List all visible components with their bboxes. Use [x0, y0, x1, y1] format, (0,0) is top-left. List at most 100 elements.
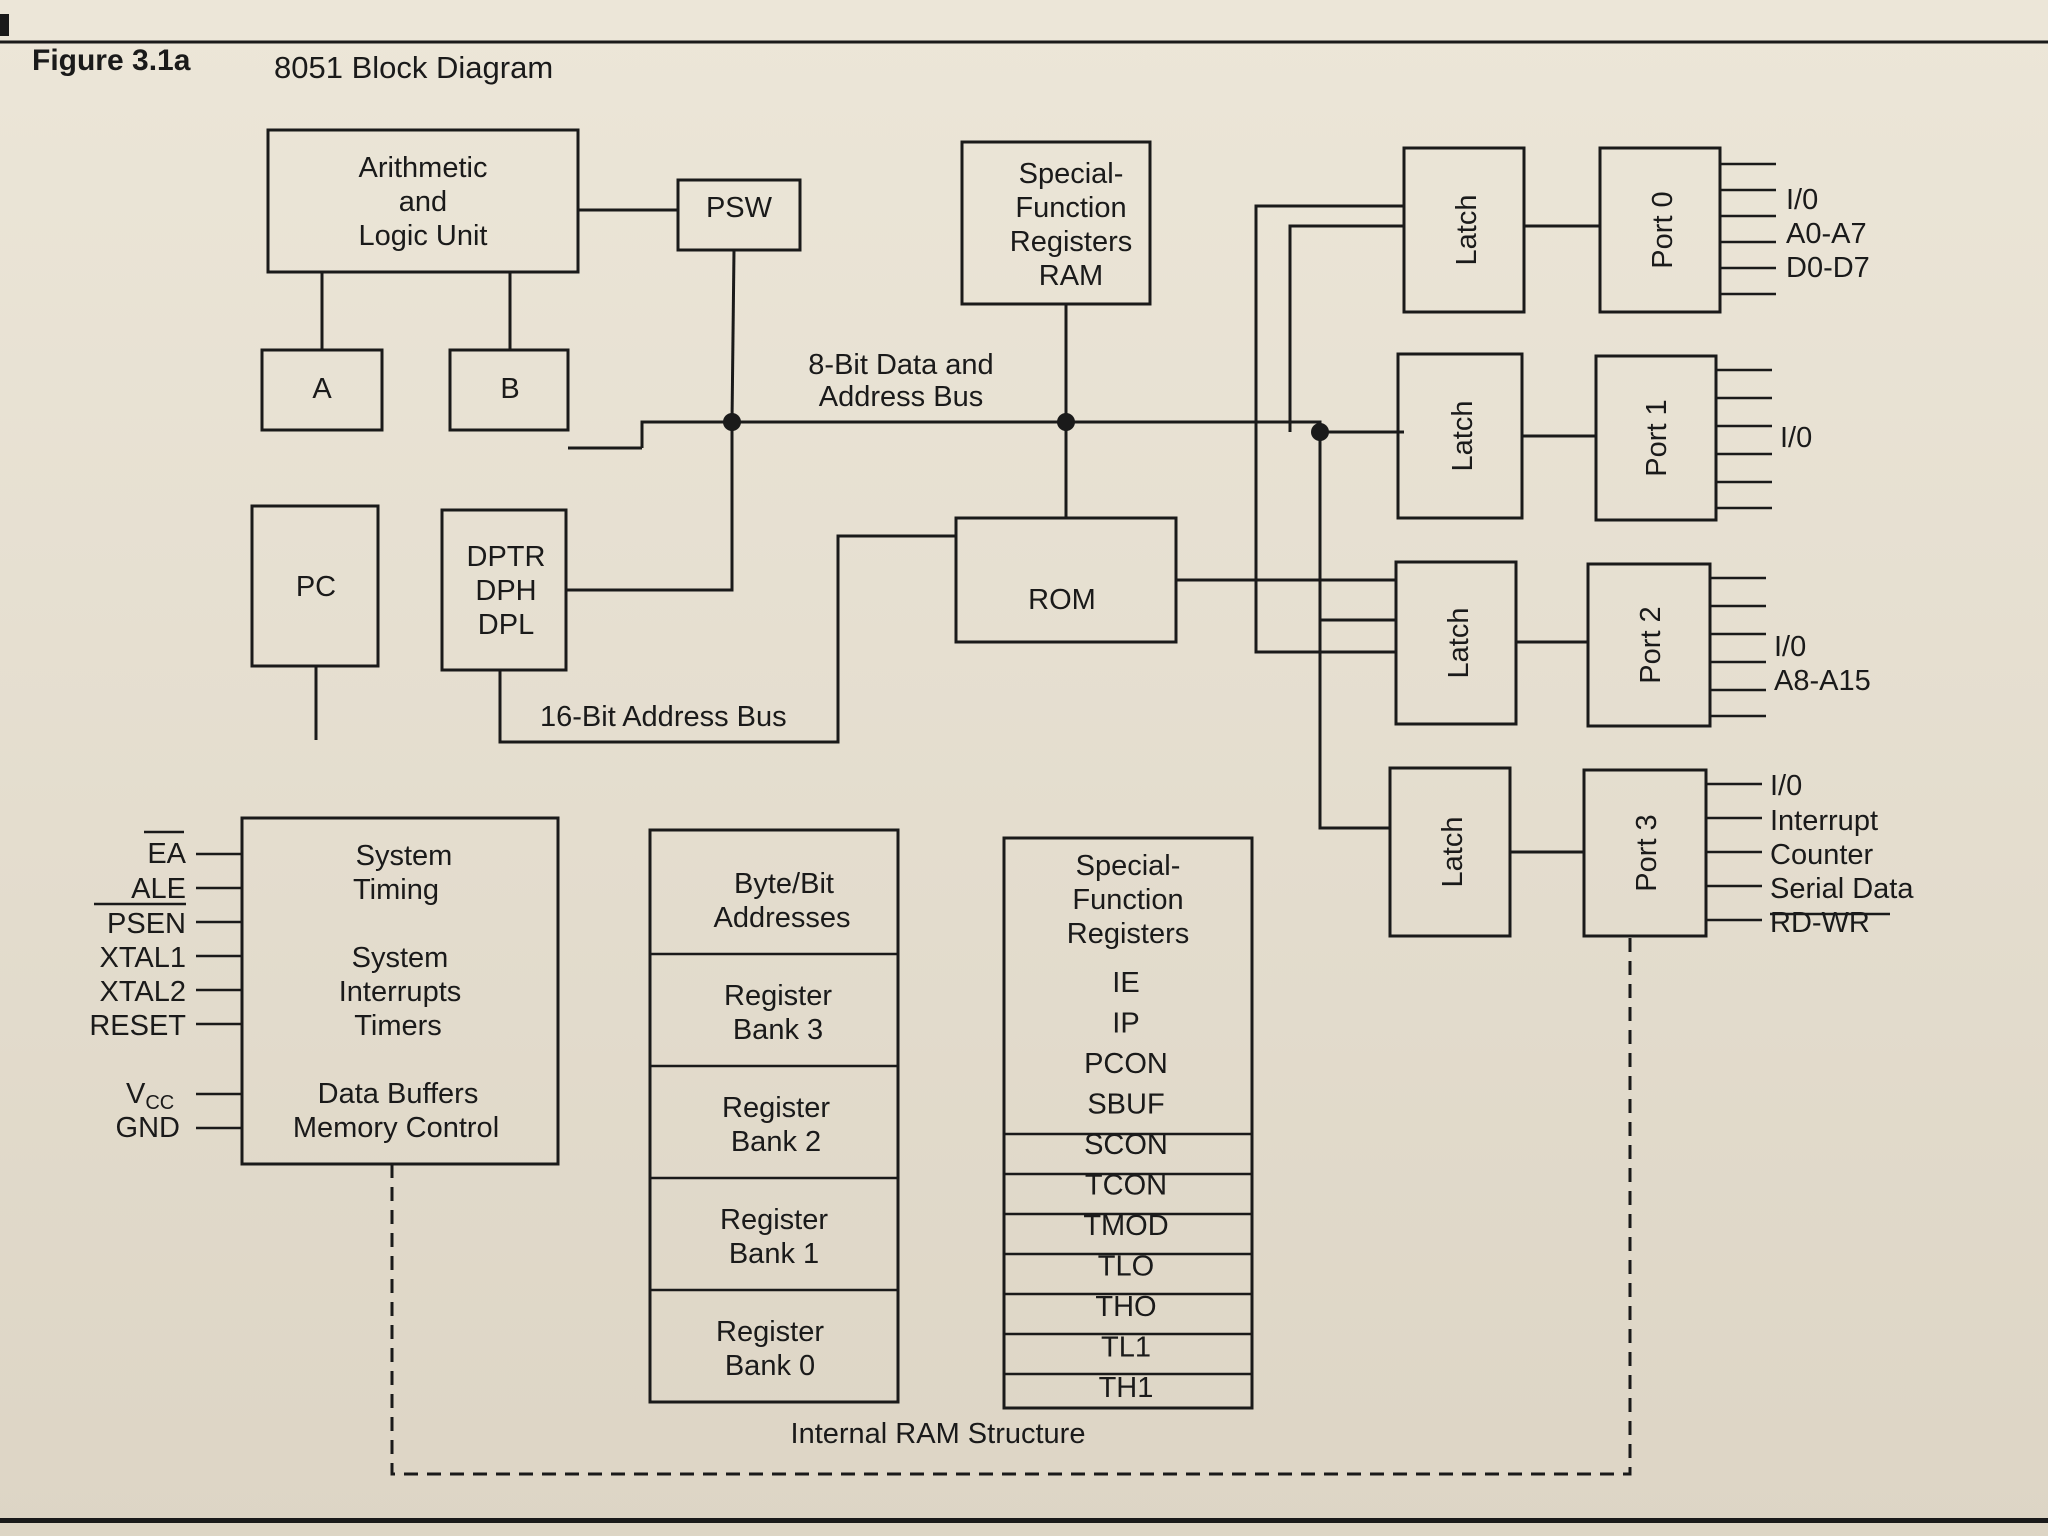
pin-ea: EA — [147, 838, 186, 870]
psw-block — [676, 178, 802, 252]
port-2-label: Port 2 — [1635, 606, 1667, 683]
port0-io-label: I/0 — [1786, 184, 1818, 216]
system-line7: Memory Control — [293, 1112, 499, 1144]
system-line5: Timers — [354, 1010, 442, 1042]
sfr-ram-line4: RAM — [1039, 260, 1103, 292]
latch-bus-4 — [1254, 442, 1396, 654]
ram-dividers — [650, 952, 898, 1292]
pin-psen: PSEN — [107, 908, 186, 940]
latch-3-label: Latch — [1437, 817, 1469, 888]
latch-2-label: Latch — [1443, 608, 1475, 679]
system-line2: Timing — [353, 874, 439, 906]
sfr-register-tl1: TL1 — [1101, 1332, 1151, 1364]
sfr-register-ip: IP — [1112, 1008, 1139, 1040]
corner-mark-top — [0, 14, 9, 36]
pin-xtal1: XTAL1 — [99, 942, 186, 974]
port-2 — [1586, 562, 1712, 728]
bank2-line1: Register — [722, 1092, 830, 1124]
system-line4: Interrupts — [339, 976, 462, 1008]
bus-to-dptr-wire — [566, 422, 734, 592]
byte-bit-line2: Addresses — [713, 902, 850, 934]
pin-reset: RESET — [89, 1010, 186, 1042]
port-1-label: Port 1 — [1641, 399, 1673, 476]
alu-block — [266, 128, 580, 274]
port3-rdwr-label: RD-WR — [1770, 907, 1870, 939]
port3-interrupt-label: Interrupt — [1770, 805, 1878, 837]
pin-gnd: GND — [116, 1112, 180, 1144]
port2-address-label: A8-A15 — [1774, 665, 1871, 697]
data-bus-label-line1: 8-Bit Data and — [808, 349, 993, 381]
figure-title: 8051 Block Diagram — [274, 50, 553, 85]
psw-to-bus-wire — [730, 249, 736, 423]
data-bus-main — [640, 420, 1404, 448]
latch-0-label: Latch — [1451, 195, 1483, 266]
port-0-label: Port 0 — [1647, 191, 1679, 268]
byte-bit-line1: Byte/Bit — [734, 868, 834, 900]
control-pin-wires — [196, 852, 242, 1130]
bank2-line2: Bank 2 — [731, 1126, 821, 1158]
sfr-header-line2: Function — [1072, 884, 1183, 916]
sfr-register-tho: THO — [1095, 1291, 1156, 1323]
data-bus-label-line2: Address Bus — [819, 381, 983, 413]
rom-label: ROM — [1028, 584, 1096, 616]
alu-label-line2: and — [399, 186, 447, 218]
system-line6: Data Buffers — [318, 1078, 479, 1110]
sfr-ram-line2: Function — [1015, 192, 1126, 224]
sfr-register-tcon: TCON — [1085, 1170, 1167, 1202]
port-1 — [1594, 354, 1718, 522]
port3-io-label: I/0 — [1770, 770, 1802, 802]
control-dashed-line — [390, 936, 1632, 1476]
port3-serial-label: Serial Data — [1770, 873, 1914, 905]
dptr-label-line1: DPTR — [467, 541, 546, 573]
port0-address-label: A0-A7 — [1786, 218, 1867, 250]
latch-bus-3 — [1318, 432, 1390, 830]
sfr-header-line3: Registers — [1067, 918, 1190, 950]
bottom-rule — [0, 1518, 2048, 1523]
latch-bus-1 — [1254, 204, 1404, 442]
sfr-register-tmod: TMOD — [1083, 1210, 1168, 1242]
alu-label-line1: Arithmetic — [359, 152, 488, 184]
pin-vcc: VCC — [126, 1078, 174, 1114]
sfr-ram-block — [960, 140, 1152, 306]
sfr-register-pcon: PCON — [1084, 1048, 1168, 1080]
bank1-line2: Bank 1 — [729, 1238, 819, 1270]
bus-junction-1 — [723, 413, 741, 431]
sfr-ram-line3: Registers — [1010, 226, 1133, 258]
sfr-register-tlo: TLO — [1098, 1251, 1154, 1283]
port3-counter-label: Counter — [1770, 839, 1874, 871]
bank0-line2: Bank 0 — [725, 1350, 815, 1382]
dptr-label-line3: DPL — [478, 609, 534, 641]
dptr-label-line2: DPH — [475, 575, 536, 607]
port2-io-label: I/0 — [1774, 631, 1806, 663]
ram-structure-caption: Internal RAM Structure — [791, 1418, 1086, 1450]
rom-block — [954, 516, 1178, 644]
latch-1-label: Latch — [1447, 401, 1479, 472]
pin-vcc-subscript: CC — [145, 1092, 174, 1114]
pin-xtal2: XTAL2 — [99, 976, 186, 1008]
pin-ale: ALE — [131, 873, 186, 905]
bank3-line1: Register — [724, 980, 832, 1012]
address-bus-main — [498, 534, 956, 744]
bank1-line1: Register — [720, 1204, 828, 1236]
sfr-register-sbuf: SBUF — [1087, 1089, 1164, 1121]
sfr-register-th1: TH1 — [1099, 1372, 1154, 1404]
sfr-header-line1: Special- — [1076, 850, 1181, 882]
alu-label-line3: Logic Unit — [359, 220, 488, 252]
system-line1: System — [356, 840, 453, 872]
sfr-register-ie: IE — [1112, 967, 1139, 999]
port1-io-label: I/0 — [1780, 422, 1812, 454]
program-counter-label: PC — [296, 571, 336, 603]
psw-label: PSW — [706, 192, 773, 224]
sfr-register-scon: SCON — [1084, 1129, 1168, 1161]
port-pin-lines — [1706, 162, 1776, 922]
bank0-line1: Register — [716, 1316, 824, 1348]
latch-0 — [1402, 146, 1526, 314]
register-b-label: B — [500, 373, 519, 405]
port-3-label: Port 3 — [1631, 814, 1663, 891]
bank3-line2: Bank 3 — [733, 1014, 823, 1046]
address-bus-label: 16-Bit Address Bus — [540, 701, 787, 733]
sfr-ram-line1: Special- — [1019, 158, 1124, 190]
